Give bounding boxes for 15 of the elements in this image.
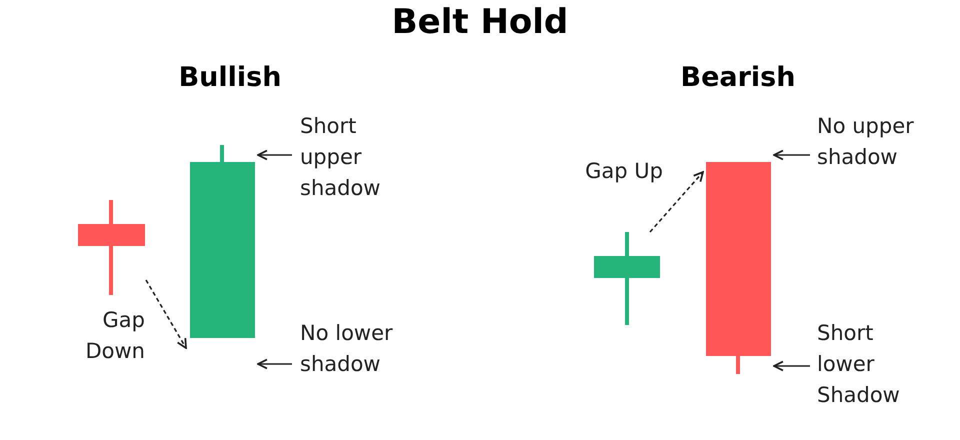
edge-label: Gap Down (84, 307, 145, 365)
dashed-arrow (145, 280, 187, 349)
annotation-text: Short upper shadow (300, 111, 420, 204)
annotation-text: Short lower Shadow (817, 318, 937, 411)
section-heading: Bullish (178, 62, 282, 93)
section-heading: Bearish (680, 62, 796, 93)
arrow (773, 150, 810, 160)
edge-label: Gap Up (584, 158, 663, 185)
arrow (257, 150, 292, 160)
title: Belt Hold (392, 2, 568, 42)
arrow (773, 360, 810, 372)
dashed-arrow (649, 171, 704, 233)
arrow (257, 358, 292, 370)
annotation-text: No upper shadow (817, 111, 937, 173)
annotation-text: No lower shadow (300, 318, 420, 380)
